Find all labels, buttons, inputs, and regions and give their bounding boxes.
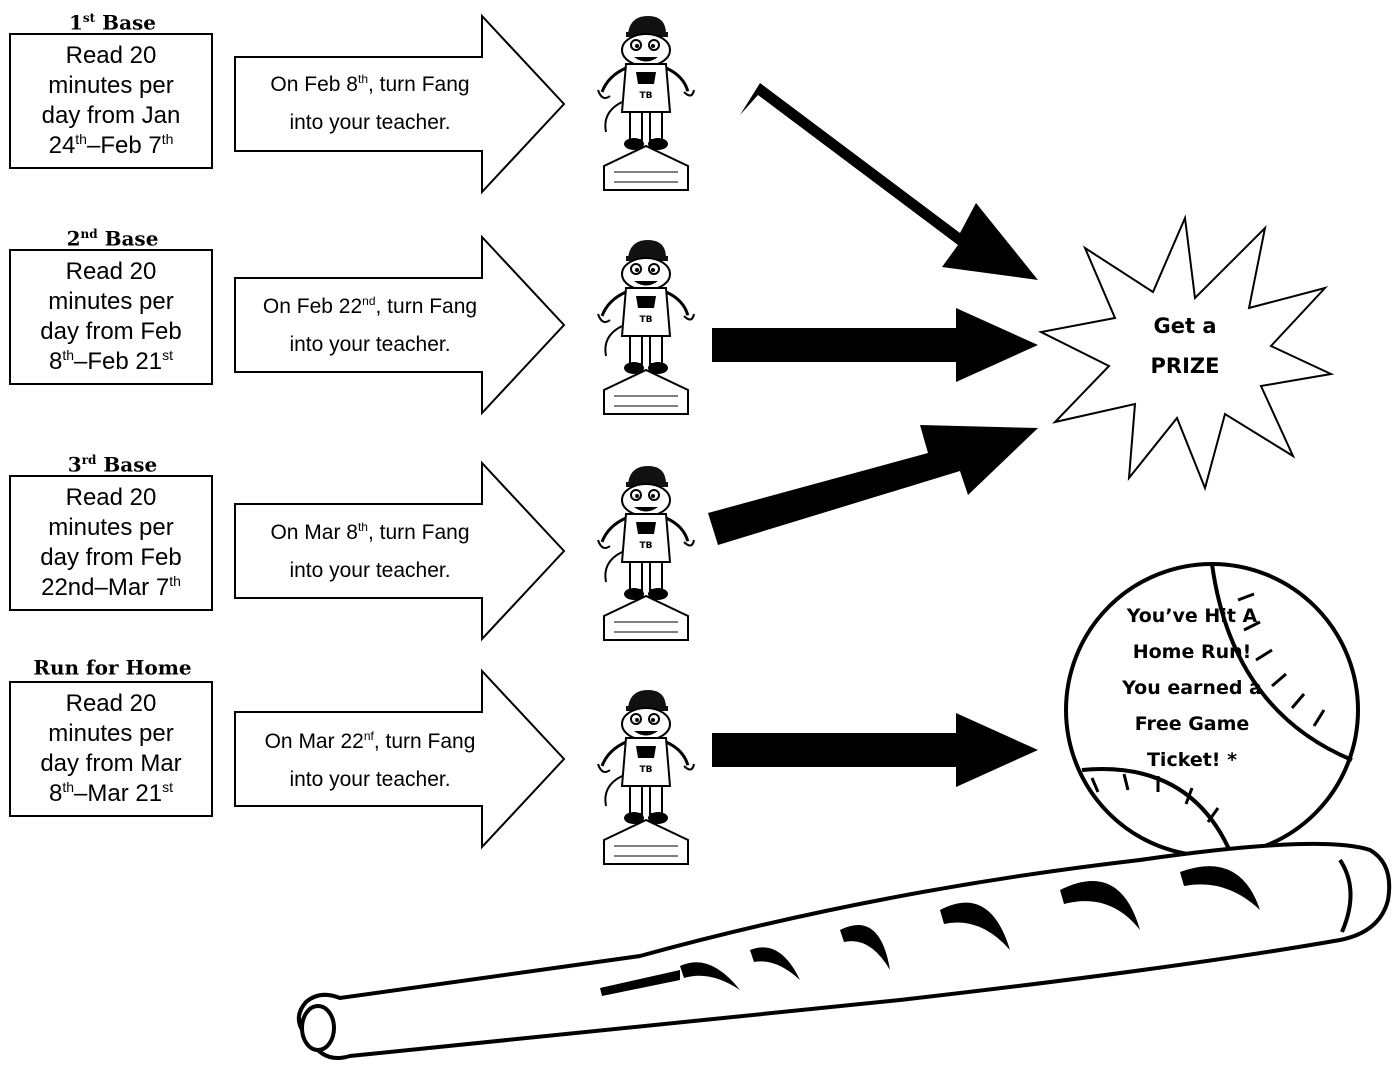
fang-mascot-icon [588,236,700,416]
fang-mascot-icon [588,462,700,642]
date-fragment: 8 [49,780,63,807]
fang-mascot-icon [588,12,700,192]
base-title-row-1: 1st Base [68,10,157,35]
date-fragment: st [162,347,173,363]
arrow-row-3-to-prize [708,425,1038,545]
arrow-row-1-to-prize [740,83,1038,280]
starburst-icon [1037,214,1335,492]
base-title-row-4: Run for Home [33,655,192,680]
baseball-bat-icon [297,841,1392,1060]
date-fragment: th [161,131,174,147]
base-title-row-2: 2nd Base [66,226,159,251]
date-fragment: th [62,347,75,363]
date-fragment: th [169,573,181,589]
date-fragment: –Feb 21 [74,348,163,375]
reading-dates-row-1: 24th–Feb 7th [49,132,174,159]
date-fragment: –Mar 21 [74,780,163,807]
connector-arrows [708,83,1038,787]
arrow-row-4-to-home-run [712,713,1038,787]
date-fragment: th [75,131,87,147]
date-fragment: 22nd–Mar 7 [41,574,170,601]
reading-dates-row-2: 8th–Feb 21st [49,348,173,375]
date-fragment: 8 [48,348,63,375]
reading-dates-row-4: 8th–Mar 21st [49,780,173,807]
date-fragment: 24 [48,132,76,159]
date-fragment: –Feb 7 [86,132,162,159]
arrow-row-2-to-prize [712,308,1038,382]
baseball-icon [1064,562,1360,858]
base-title-row-3: 3rd Base [67,452,158,477]
date-fragment: st [162,779,173,795]
reading-dates-row-3: 22nd–Mar 7th [41,574,181,601]
date-fragment: th [62,779,75,795]
